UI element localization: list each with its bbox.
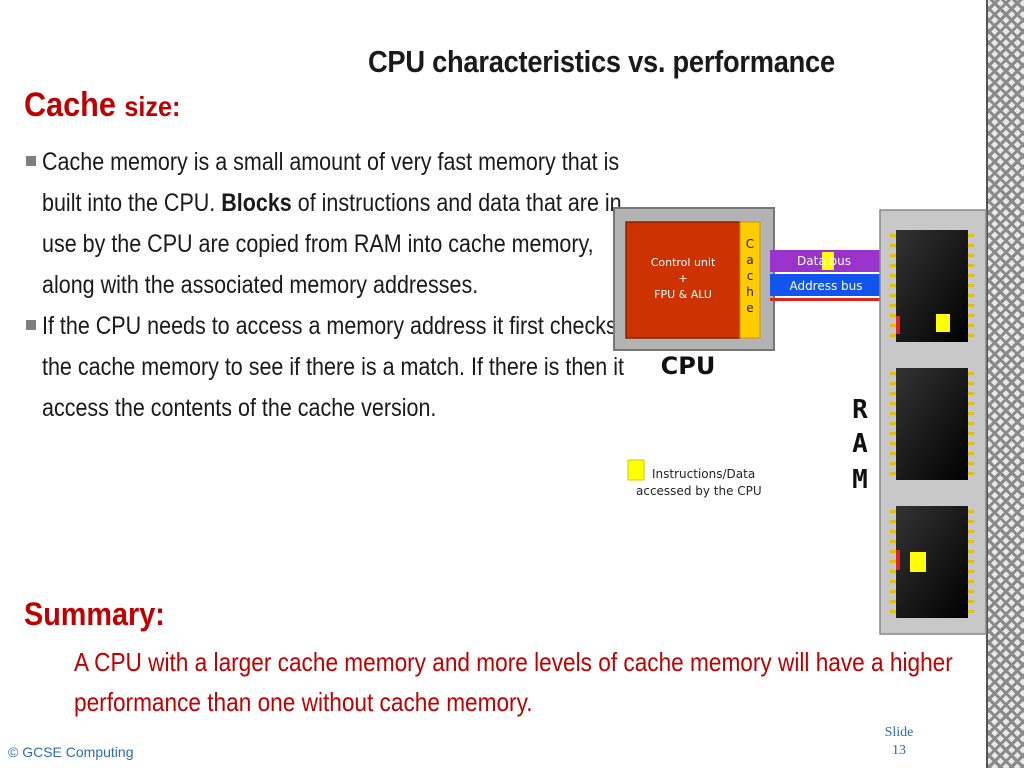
cache-heading-size: size: (124, 91, 181, 122)
slide-label: Slide (884, 725, 914, 740)
slide-title: CPU characteristics vs. performance (368, 44, 835, 79)
cache-heading-word: Cache (24, 86, 116, 124)
ram-highlight (910, 552, 926, 572)
diagram-legend: Instructions/Data accessed by the CPU (627, 459, 762, 498)
square-bullet-icon (26, 320, 36, 330)
ram-chip (896, 368, 968, 480)
cache-letter: e (746, 301, 753, 315)
legend-swatch (627, 459, 645, 481)
control-bus-line (770, 298, 882, 301)
cache-box (739, 221, 761, 339)
ram-block: R A M (852, 209, 987, 635)
address-bus (770, 274, 882, 296)
cache-letter: C (746, 237, 754, 251)
data-bus-label: Data bus (797, 254, 851, 268)
decorative-right-border (988, 0, 1024, 768)
cache-letter: a (746, 253, 753, 267)
cpu-block: Control unit + FPU & ALU C a c h e CPU (613, 207, 775, 380)
bus-lines: Data bus Address bus (770, 250, 882, 301)
address-bus-label: Address bus (789, 279, 862, 293)
slide-number-value: 13 (892, 743, 906, 758)
ram-letter: A (852, 429, 868, 459)
cache-letter: c (747, 269, 754, 283)
ram-bus-stub (896, 550, 900, 570)
ram-chip-pins (890, 234, 974, 613)
right-border-line (986, 0, 988, 768)
ram-bus-stub (896, 316, 900, 334)
summary-heading: Summary: (24, 596, 165, 632)
square-bullet-icon (26, 156, 36, 166)
cpu-cache-ram-diagram: Control unit + FPU & ALU C a c h e CPU D… (613, 207, 987, 635)
legend-line1: Instructions/Data (652, 467, 755, 481)
bullet-text: Cache memory is a small amount of very f… (42, 148, 622, 299)
control-unit-label: Control unit (651, 256, 716, 269)
summary-text: A CPU with a larger cache memory and mor… (74, 647, 953, 717)
legend-line2: accessed by the CPU (636, 484, 762, 498)
control-unit-box (625, 221, 741, 339)
ram-letter: R (852, 395, 868, 425)
control-unit-plus: + (678, 272, 687, 285)
slide-number: Slide 13 (876, 724, 922, 760)
bullet-item: If the CPU needs to access a memory addr… (26, 306, 626, 429)
cache-letter: h (746, 285, 754, 299)
fpu-alu-label: FPU & ALU (654, 288, 712, 301)
copyright-footer: © GCSE Computing (8, 744, 134, 760)
ram-chip (896, 230, 968, 342)
cpu-label: CPU (661, 352, 716, 380)
ram-letter: M (852, 465, 868, 495)
ram-chip (896, 506, 968, 618)
bullet-text: If the CPU needs to access a memory addr… (42, 312, 624, 422)
cache-bullet-list: Cache memory is a small amount of very f… (26, 142, 626, 429)
ram-highlight (936, 314, 950, 332)
cache-size-heading: Cache size: (24, 86, 180, 125)
bullet-item: Cache memory is a small amount of very f… (26, 142, 626, 306)
data-bus-highlight (822, 252, 834, 270)
